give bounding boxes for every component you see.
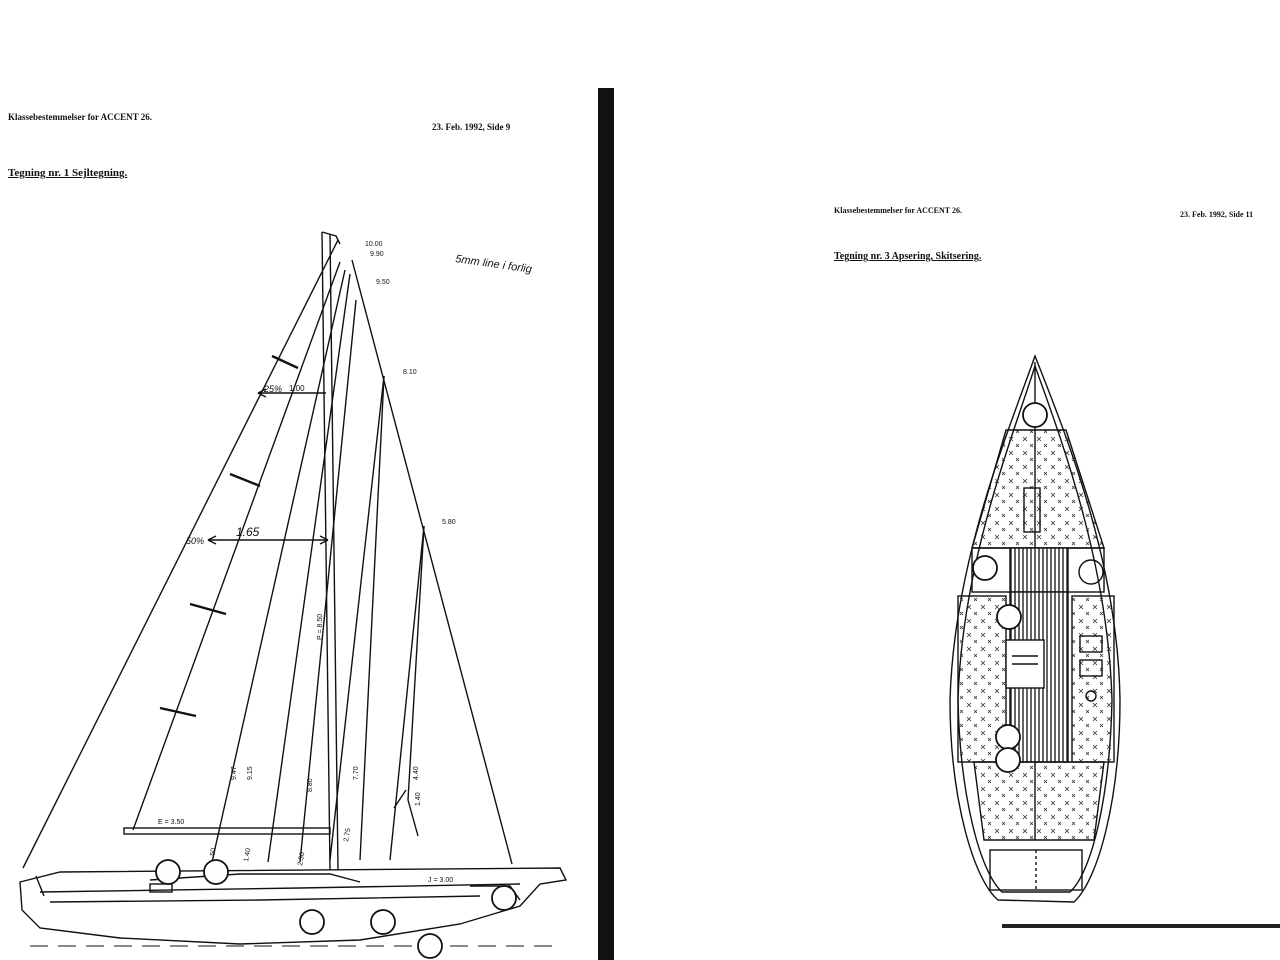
- right-page-header: Klassebestemmelser for ACCENT 26.: [834, 206, 962, 215]
- deck-plan-drawing: [949, 353, 1280, 928]
- dim-mast-top: 10.00: [365, 241, 383, 248]
- dim-foot-b: 1.40: [243, 848, 252, 863]
- right-page-date: 23. Feb. 1992, Side 11: [1180, 210, 1254, 219]
- handwritten-note: 5mm line i forlig: [455, 253, 534, 276]
- mast: [321, 231, 331, 871]
- dim-hounds: 8.10: [403, 369, 417, 376]
- sail-plan-drawing: 10.00 9.90 9.50 8.10 5.80 E = 3.50 J = 3…: [19, 231, 568, 959]
- dim-luff-b: 9.15: [247, 766, 254, 780]
- dim-luff-a: 9.47: [231, 766, 238, 780]
- dim-jib-leech: 7.70: [353, 766, 360, 780]
- dim-e: E = 3.50: [158, 819, 184, 826]
- genoa-leech: [22, 239, 339, 869]
- dim-girth-upper: 1.00: [289, 384, 305, 393]
- left-page-date: 23. Feb. 1992, Side 9: [432, 122, 511, 132]
- left-page: Klassebestemmelser for ACCENT 26. 23. Fe…: [0, 0, 598, 960]
- dim-foot-a: 2.30: [297, 852, 306, 867]
- hull: [19, 867, 568, 945]
- right-page-title: Tegning nr. 3 Apsering, Skitsering.: [834, 251, 982, 262]
- dim-small-c: 2.75: [343, 828, 352, 843]
- dim-forestay-top: 9.50: [376, 279, 390, 286]
- boom: [123, 827, 331, 835]
- left-page-title: Tegning nr. 1 Sejltegning.: [8, 167, 128, 179]
- page-divider: [598, 88, 614, 960]
- dim-small-a: 4.40: [413, 766, 420, 780]
- mainsail-leech: [132, 261, 341, 831]
- dim-small-b: 1.40: [415, 792, 422, 806]
- dim-girth-lower: 1.65: [236, 525, 260, 539]
- dim-girth-pct-upper: 25%: [263, 384, 282, 394]
- dim-girth-pct-lower: 50%: [186, 536, 204, 546]
- dim-mast-b: 9.90: [370, 251, 384, 258]
- forestay: [351, 259, 513, 865]
- right-page: Klassebestemmelser for ACCENT 26. 23. Fe…: [614, 0, 1280, 960]
- dim-jib-luff: 8.80: [307, 778, 314, 792]
- left-page-header: Klassebestemmelser for ACCENT 26.: [8, 112, 152, 122]
- dim-foot-c: .50: [209, 847, 218, 858]
- dim-j: J = 3.00: [428, 877, 453, 884]
- dim-p: P = 8.50: [317, 614, 324, 640]
- dim-spreader: 5.80: [442, 519, 456, 526]
